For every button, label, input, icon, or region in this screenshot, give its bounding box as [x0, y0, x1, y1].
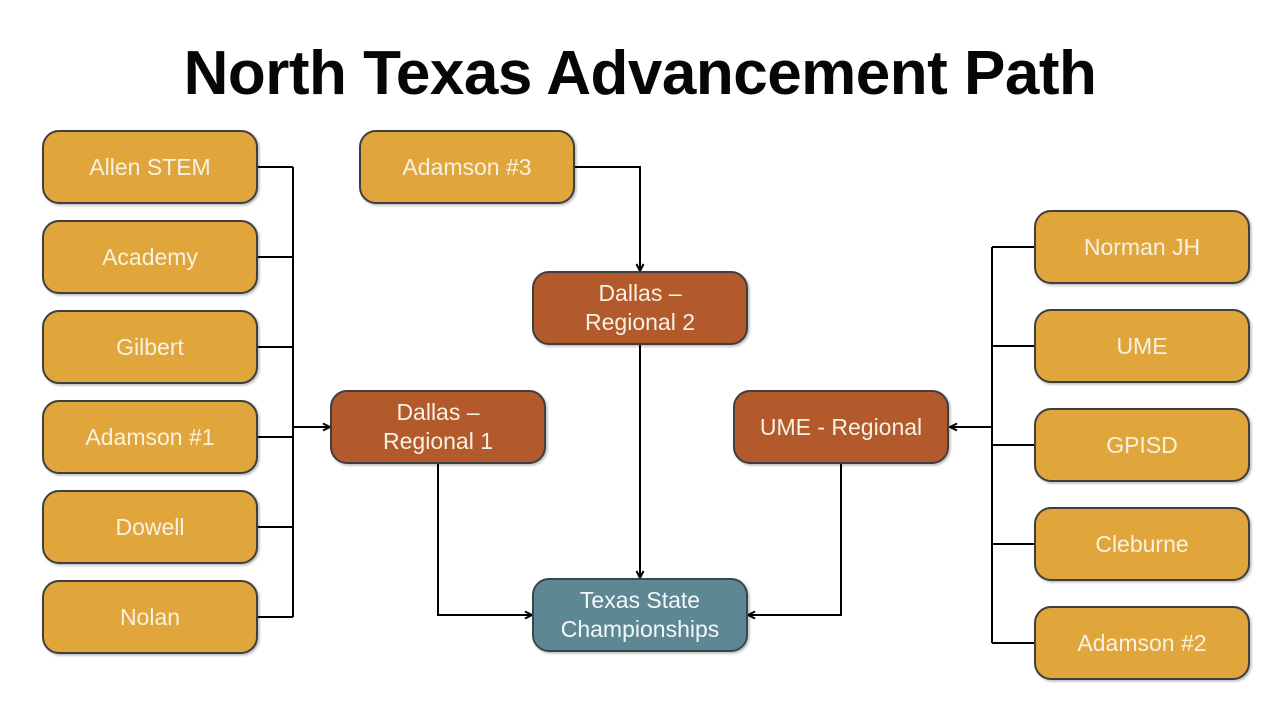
node-ume: UME	[1034, 309, 1250, 383]
node-allen-stem: Allen STEM	[42, 130, 258, 204]
node-adamson-3: Adamson #3	[359, 130, 575, 204]
node-label: Dallas – Regional 1	[383, 399, 493, 454]
node-adamson-1: Adamson #1	[42, 400, 258, 474]
node-dallas-regional-2: Dallas – Regional 2	[532, 271, 748, 345]
node-label: Dallas – Regional 2	[585, 280, 695, 335]
node-label: Dowell	[115, 513, 185, 540]
node-academy: Academy	[42, 220, 258, 294]
node-label: Adamson #3	[402, 153, 532, 180]
node-cleburne: Cleburne	[1034, 507, 1250, 581]
node-gilbert: Gilbert	[42, 310, 258, 384]
node-label: Cleburne	[1095, 530, 1189, 557]
node-norman-jh: Norman JH	[1034, 210, 1250, 284]
node-texas-state-championships: Texas State Championships	[532, 578, 748, 652]
node-label: Adamson #2	[1077, 629, 1207, 656]
node-label: Gilbert	[116, 333, 184, 360]
edge-regional1-to-state	[437, 464, 535, 620]
page-title: North Texas Advancement Path	[183, 39, 1097, 108]
node-dallas-regional-1: Dallas – Regional 1	[330, 390, 546, 464]
node-label: Academy	[102, 243, 198, 270]
edge-adamson3-to-regional2	[575, 166, 645, 274]
node-label: GPISD	[1106, 431, 1178, 458]
node-label: Norman JH	[1083, 233, 1201, 260]
edge-ume-regional-to-state	[745, 464, 842, 620]
node-adamson-2: Adamson #2	[1034, 606, 1250, 680]
node-label: UME	[1116, 332, 1168, 359]
node-nolan: Nolan	[42, 580, 258, 654]
node-ume-regional: UME - Regional	[733, 390, 949, 464]
node-label: Adamson #1	[85, 423, 215, 450]
node-gpisd: GPISD	[1034, 408, 1250, 482]
node-dowell: Dowell	[42, 490, 258, 564]
node-label: Nolan	[119, 603, 181, 630]
node-label: UME - Regional	[759, 413, 923, 440]
node-label: Texas State Championships	[560, 587, 720, 642]
node-label: Allen STEM	[89, 153, 211, 180]
